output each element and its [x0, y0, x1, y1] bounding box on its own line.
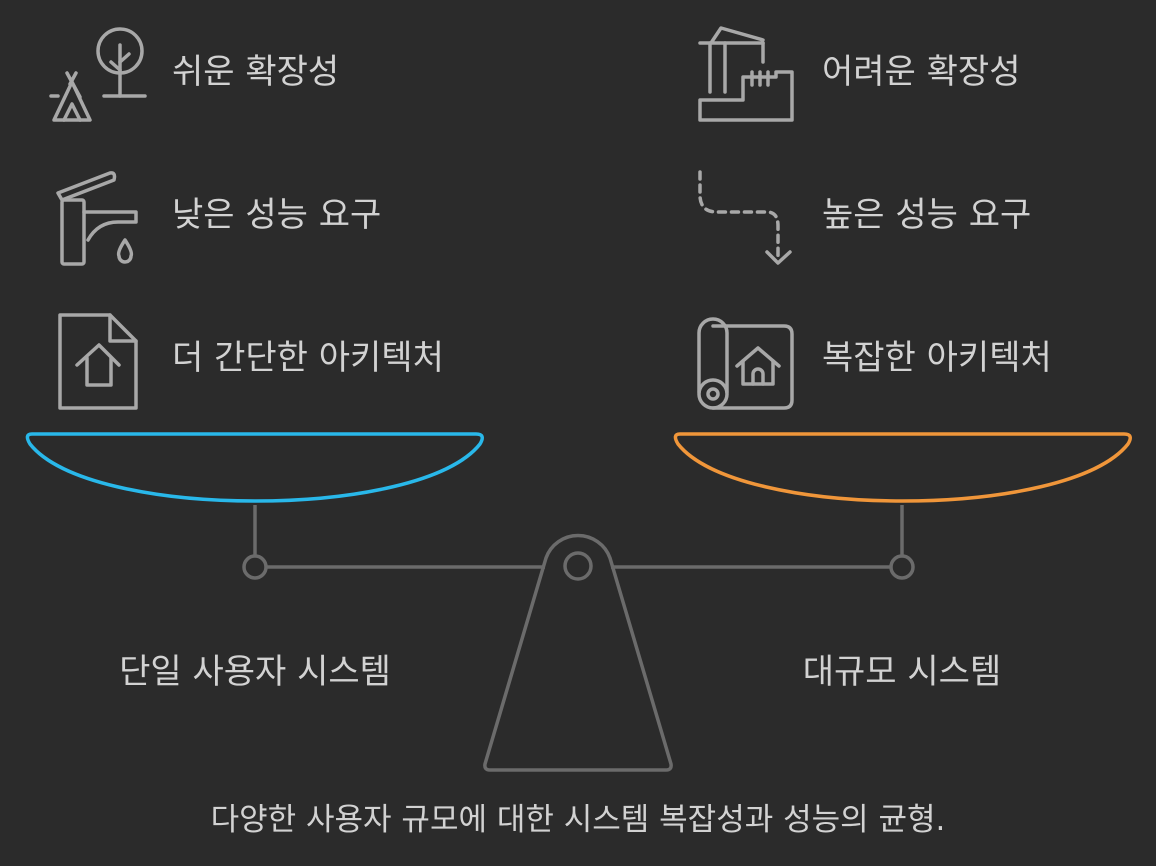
- left-pan: [25, 432, 484, 503]
- right-item-label: 높은 성능 요구: [822, 195, 1032, 235]
- blueprint-house-icon: [697, 317, 794, 410]
- fulcrum: [483, 533, 673, 772]
- house-document-icon: [58, 313, 138, 410]
- dashed-arrow-head: [765, 250, 792, 265]
- camping-tent-tree-icon: [49, 27, 147, 122]
- right-pan: [673, 432, 1132, 503]
- construction-crane-icon: [698, 26, 794, 122]
- left-item-label: 더 간단한 아키텍처: [172, 338, 444, 378]
- scale-structure: [242, 505, 915, 772]
- left-item-label: 쉬운 확장성: [172, 52, 340, 92]
- faucet-drop-icon: [56, 171, 138, 266]
- pivot: [563, 551, 593, 581]
- right-side-title: 대규모 시스템: [802, 652, 1002, 692]
- left-item-label: 낮은 성능 요구: [172, 195, 382, 235]
- dashed-arrow-down-icon: [698, 170, 780, 260]
- diagram-caption: 다양한 사용자 규모에 대한 시스템 복잡성과 성능의 균형.: [210, 802, 946, 838]
- right-item-label: 어려운 확장성: [822, 52, 1021, 92]
- right-item-label: 복잡한 아키텍처: [822, 338, 1052, 378]
- left-side-title: 단일 사용자 시스템: [119, 652, 391, 692]
